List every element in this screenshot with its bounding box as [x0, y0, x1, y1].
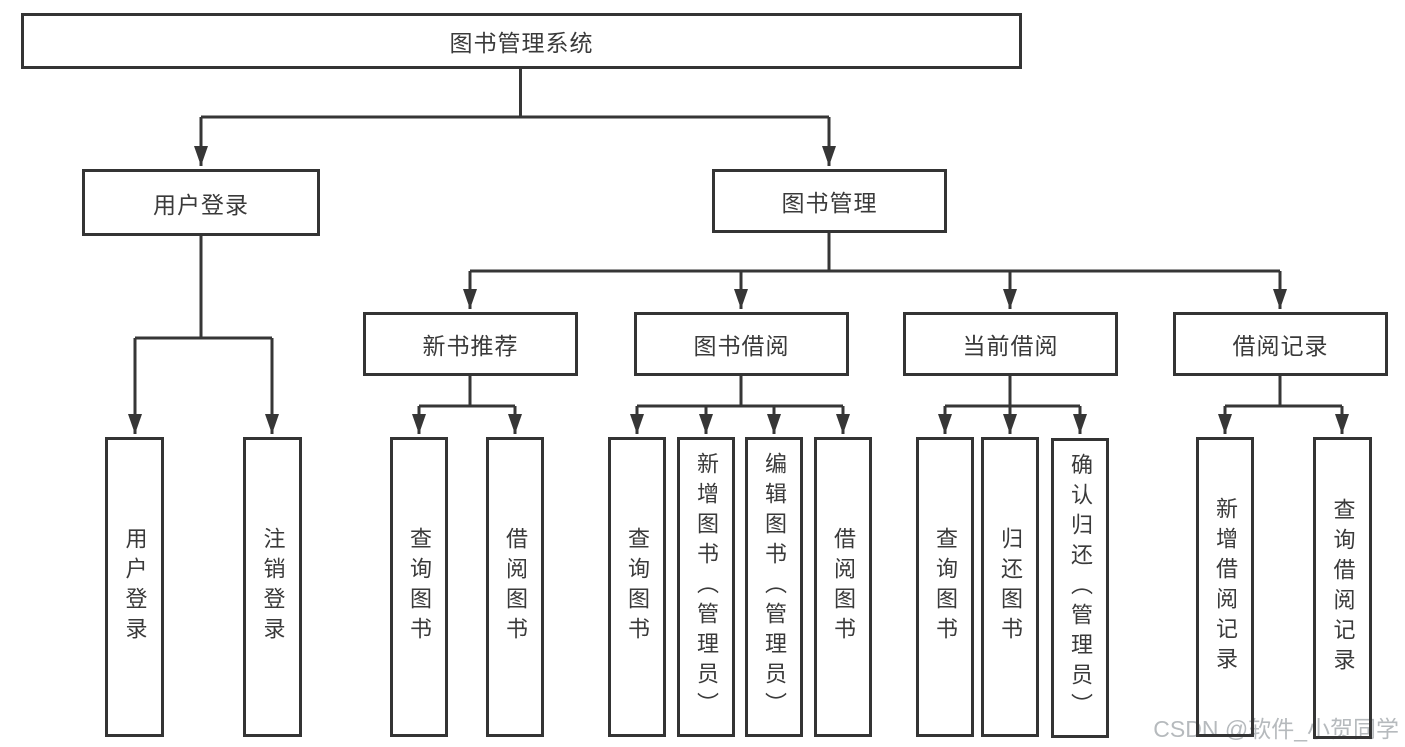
node-user-login: 用户登录 [82, 169, 320, 236]
node-book-borrow-label: 图书借阅 [693, 333, 790, 359]
leaf-query-books-2: 查询图书 [608, 437, 666, 737]
node-book-management-label: 图书管理 [781, 190, 878, 216]
node-current-borrow-label: 当前借阅 [962, 333, 1059, 359]
leaf-borrow-books-2: 借阅图书 [814, 437, 872, 737]
node-new-book-recommend-label: 新书推荐 [422, 333, 519, 359]
node-borrow-records-label: 借阅记录 [1232, 333, 1329, 359]
leaf-borrow-books-1: 借阅图书 [486, 437, 544, 737]
node-book-management: 图书管理 [712, 169, 947, 233]
leaf-confirm-return-admin: 确认归还（管理员） [1051, 438, 1109, 738]
leaf-add-book-admin: 新增图书（管理员） [677, 437, 735, 737]
node-current-borrow: 当前借阅 [903, 312, 1118, 376]
leaf-user-login: 用户登录 [105, 437, 164, 737]
leaf-edit-book-admin: 编辑图书（管理员） [745, 437, 803, 737]
node-root: 图书管理系统 [21, 13, 1022, 69]
node-user-login-label: 用户登录 [153, 191, 249, 218]
node-new-book-recommend: 新书推荐 [363, 312, 578, 376]
leaf-return-book: 归还图书 [981, 437, 1039, 737]
leaf-logout: 注销登录 [243, 437, 302, 737]
node-borrow-records: 借阅记录 [1173, 312, 1388, 376]
node-root-label: 图书管理系统 [449, 30, 594, 56]
leaf-query-books-1: 查询图书 [390, 437, 448, 737]
leaf-query-borrow-record: 查询借阅记录 [1313, 437, 1372, 739]
leaf-add-borrow-record: 新增借阅记录 [1196, 437, 1254, 737]
leaf-query-books-3: 查询图书 [916, 437, 974, 737]
node-book-borrow: 图书借阅 [634, 312, 849, 376]
